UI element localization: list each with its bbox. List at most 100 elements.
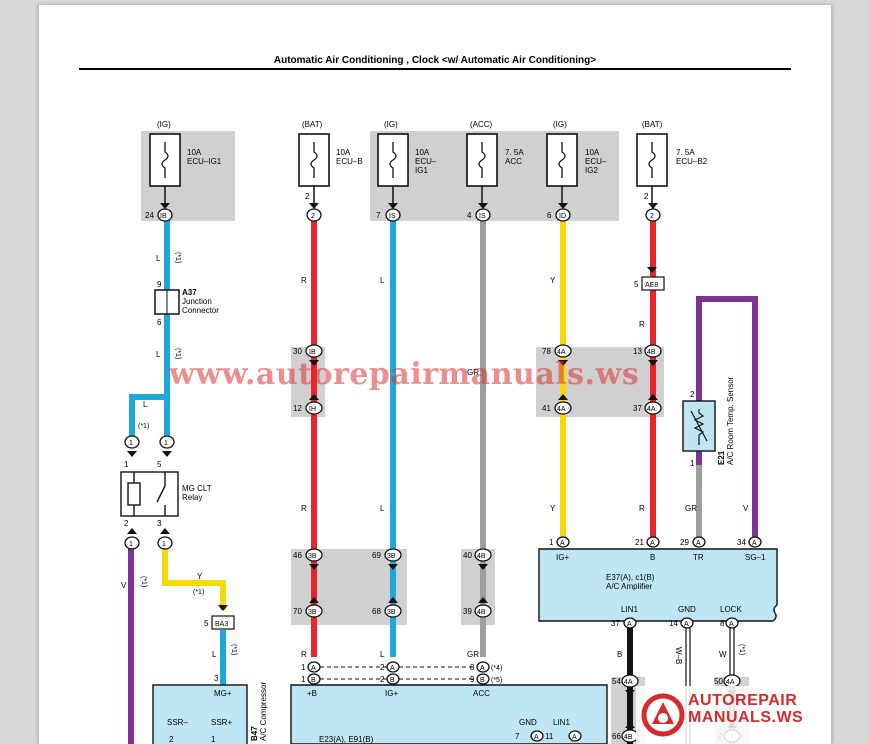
wire-label-l4: L (380, 276, 385, 285)
fuse2-pin-top: 2 (305, 192, 310, 201)
amp-conn-a4: A (752, 540, 757, 547)
connector-terminals (124, 208, 762, 743)
b47-pin-mg: MG+ (214, 689, 232, 698)
amp-name: A/C Amplifier (606, 582, 653, 591)
ecu-pin-gnd: GND (519, 718, 537, 727)
relay-bottom-1b: 1 (162, 541, 166, 548)
a37-pin-top: 9 (157, 280, 162, 289)
ecu-row1-pin8: 8 (470, 663, 475, 672)
fuse3-name2: IG1 (415, 166, 428, 175)
a37-name2: Connector (182, 306, 219, 315)
wire-label-wb: W–B (674, 647, 683, 664)
e21-room-temp-sensor (682, 400, 716, 452)
wire-note-1c: (*1) (138, 423, 149, 430)
amp-pin-ig: IG+ (556, 553, 569, 562)
ecu-pin-ig: IG+ (385, 689, 398, 698)
amp-conn-a6: A (684, 621, 689, 628)
wire-label-l7: L (380, 650, 385, 659)
amp-pin-num-21: 21 (635, 538, 644, 547)
b47-name: A/C Compressor (259, 682, 268, 741)
ecu-pin-acc: ACC (473, 689, 490, 698)
conn-3b-70: 3B (308, 609, 317, 616)
amp-pin-lock: LOCK (720, 605, 742, 614)
amp-conn-a1: A (560, 540, 565, 547)
amp-pin-num-29: 29 (680, 538, 689, 547)
diagram-title: Automatic Air Conditioning , Clock <w/ A… (273, 55, 597, 66)
ecu-pin-num-11: 11 (545, 732, 554, 741)
relay-name2: Relay (182, 493, 202, 502)
b47-pin-ssrm: SSR– (167, 718, 188, 727)
conn-4b-40: 4B (477, 553, 486, 560)
amp-pin-num-8: 8 (720, 619, 725, 628)
relay-pin-5: 5 (157, 460, 162, 469)
ecu-e23-box (290, 684, 608, 744)
relay-pin-2: 2 (124, 519, 129, 528)
ecu-conn-a7: A (534, 734, 539, 741)
ecu-pin-num-7: 7 (515, 732, 520, 741)
wire-note-1e: (*1) (140, 576, 147, 587)
logo-line-2: MANUALS.WS (688, 709, 804, 726)
conn-3b-69: 3B (387, 553, 396, 560)
conn-3b-46: 3B (308, 553, 317, 560)
ecu-row2-b: B (311, 677, 316, 684)
relay-name1: MG CLT (182, 484, 212, 493)
manual-page: Automatic Air Conditioning , Clock <w/ A… (38, 5, 832, 744)
ba3-pin: 5 (204, 619, 209, 628)
amp-conn-a2: A (650, 540, 655, 547)
ba3-connector (211, 615, 235, 630)
ecu-id: E23(A), E91(B) (319, 735, 374, 744)
conn-4a-54: 4A (624, 679, 633, 686)
conn-3b-68: 3B (387, 609, 396, 616)
wire-note-1g: (*1) (738, 644, 745, 655)
logo-emblem-icon (641, 693, 685, 737)
pin-46: 46 (293, 551, 302, 560)
fuse1-rating: 10A (187, 148, 202, 157)
amp-pin-gnd: GND (678, 605, 696, 614)
site-logo: AUTOREPAIR MANUALS.WS (636, 686, 831, 744)
ecu-row1-a3: A (480, 665, 485, 672)
amp-pin-b: B (650, 553, 655, 562)
ih-conn: IH (309, 406, 316, 413)
fuse3-source: (IG) (384, 120, 398, 129)
wire-label-r5: R (301, 650, 307, 659)
wire-note-1b: (*1) (174, 348, 181, 359)
amp-pin-num-1: 1 (549, 538, 554, 547)
wire-label-v1: V (743, 504, 749, 513)
wire-label-b: B (617, 650, 622, 659)
fuse6-pin-top: 2 (644, 192, 649, 201)
fuse6-rating: 7. 5A (676, 148, 695, 157)
wire-label-gr3: GR (467, 650, 479, 659)
amp-pin-num-37: 37 (611, 619, 620, 628)
fuse1-conn: IB (160, 213, 167, 220)
dashed-links (320, 666, 476, 680)
wire-label-y2: Y (550, 504, 556, 513)
a37-id: A37 (182, 288, 197, 297)
wire-label-l2: L (156, 350, 161, 359)
mg-clt-relay (120, 471, 179, 517)
fuse5-rating: 10A (585, 148, 600, 157)
ib-pin-30: 30 (293, 347, 302, 356)
ecu-row2-pin2: 2 (380, 675, 385, 684)
amp-pin-lin1: LIN1 (621, 605, 638, 614)
amp-conn-a7: A (729, 621, 734, 628)
fuse4-pin: 4 (467, 211, 472, 220)
title-rule (79, 68, 791, 70)
ecu-pin-b: +B (307, 689, 317, 698)
wire-note-1d: (*1) (193, 589, 204, 596)
relay-pin-1-top: 1 (129, 440, 133, 447)
wire-label-l3: L (143, 400, 148, 409)
ac-amplifier-box (538, 548, 778, 622)
conn-4a-41: 4A (557, 406, 566, 413)
fuse5-conn: ID (559, 213, 566, 220)
ae8-pin: 5 (634, 280, 639, 289)
fuse2-name: ECU–B (336, 157, 363, 166)
fuse5-name1: ECU– (585, 157, 607, 166)
fuse5-source: (IG) (553, 120, 567, 129)
relay-pin-1-top-b: 1 (164, 440, 168, 447)
fuse3-rating: 10A (415, 148, 430, 157)
conn-4a-50: 4A (726, 679, 735, 686)
a37-pin-bottom: 6 (157, 318, 162, 327)
fuse1-source: (IG) (157, 120, 171, 129)
b47-pin-b2: 1 (211, 735, 216, 744)
ib-conn-top: IB (309, 349, 316, 356)
